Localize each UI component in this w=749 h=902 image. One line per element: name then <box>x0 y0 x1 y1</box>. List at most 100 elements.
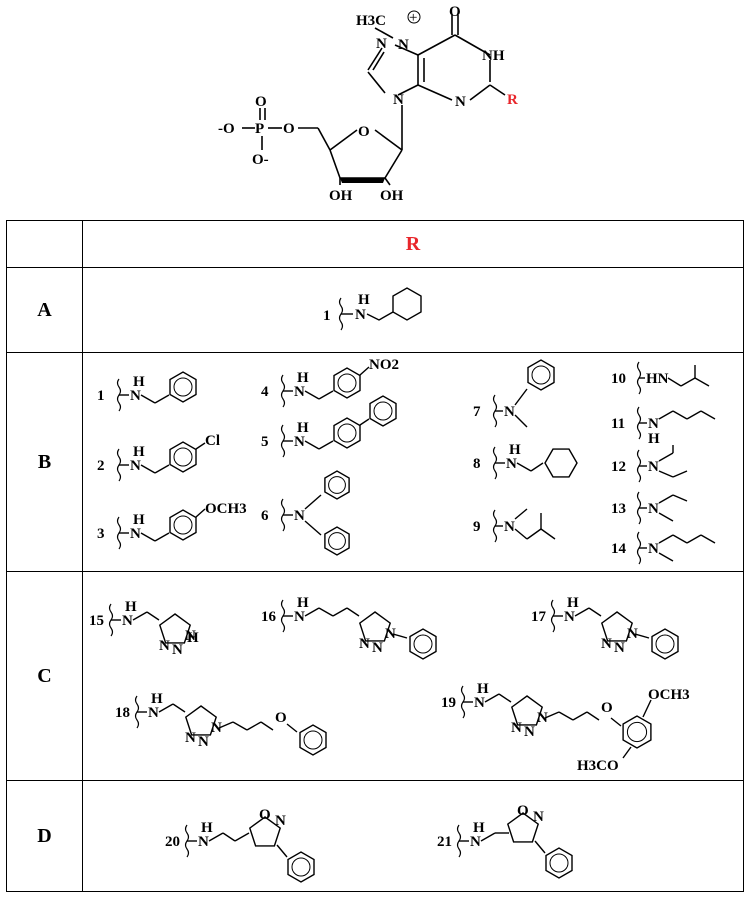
atom-h: H <box>125 599 137 615</box>
bond-line <box>700 410 716 420</box>
atom-h: H <box>133 444 145 460</box>
atom-n-glyco: N <box>393 92 404 108</box>
bond-line <box>218 721 234 729</box>
row-label-d-text: D <box>37 824 52 847</box>
bond-line <box>658 410 674 420</box>
bond-line <box>658 512 674 522</box>
atom-n: N <box>385 626 396 642</box>
bond-line <box>154 464 170 474</box>
header-r-label: R <box>405 232 421 255</box>
aromatic-circle <box>655 634 675 654</box>
bond-line <box>304 607 320 617</box>
atom-n: N <box>474 695 485 711</box>
compound-number: 21 <box>437 834 452 850</box>
atom-ester-o: O <box>283 121 295 137</box>
atom-n: N <box>648 541 659 557</box>
bond-line <box>359 366 370 376</box>
compound-number: 9 <box>473 519 481 535</box>
bond-line <box>140 532 156 542</box>
atom-h: H <box>509 442 521 458</box>
atom-h: H <box>297 595 309 611</box>
atom-n: N <box>504 404 515 420</box>
bond-line <box>232 721 248 731</box>
bond-line <box>480 832 496 842</box>
atom-n: N <box>198 734 209 750</box>
bond-line <box>680 377 696 387</box>
header-empty-cell <box>6 220 83 268</box>
atom-h: H <box>477 681 489 697</box>
benzene-ring <box>169 509 197 541</box>
aromatic-circle <box>328 476 346 494</box>
charge-circle <box>407 10 421 24</box>
aromatic-circle <box>337 423 357 443</box>
bond-line <box>234 832 250 842</box>
bond-line <box>514 508 528 520</box>
bond-line <box>276 844 288 858</box>
atom-n: N <box>648 459 659 475</box>
benzene-ring <box>169 371 197 403</box>
atom-n: N <box>648 501 659 517</box>
bond-line <box>540 528 556 540</box>
atom-h: H <box>648 431 660 447</box>
compound-a-1: 1 N H <box>323 287 422 331</box>
benzene-ring <box>622 715 652 749</box>
five-ring <box>158 613 192 644</box>
atom-n: N <box>359 636 370 652</box>
compound-number: 15 <box>89 613 104 629</box>
compound-number: 1 <box>323 308 331 324</box>
atom-charge: + <box>409 10 417 26</box>
bond-line <box>140 464 156 474</box>
five-ring <box>358 611 392 642</box>
atom-h: H <box>358 292 370 308</box>
bond-line <box>158 703 174 713</box>
bond-line <box>392 633 408 639</box>
bond-line <box>318 440 334 450</box>
atom-n: N <box>504 519 515 535</box>
bond-line <box>588 607 602 617</box>
bond-line <box>642 699 652 718</box>
atom-n-ring-top: N <box>376 36 387 52</box>
benzene-ring <box>369 395 397 427</box>
atom-o: O <box>275 710 287 726</box>
row-label-d: D <box>6 780 83 892</box>
compound-number: 7 <box>473 404 481 420</box>
bond-line <box>572 711 588 721</box>
bond-line <box>132 611 148 621</box>
bond-line <box>332 607 348 617</box>
atom-oh-right: OH <box>380 188 404 204</box>
atom-n: N <box>372 640 383 656</box>
atom-h: H <box>297 370 309 386</box>
bond-line <box>140 394 156 404</box>
atom-n: N <box>294 434 305 450</box>
compound-number: 20 <box>165 834 180 850</box>
atom-o-minus-left: -O <box>218 121 235 137</box>
aromatic-circle <box>531 365 551 385</box>
aromatic-circle <box>373 401 393 421</box>
atom-h3co: H3CO <box>577 758 619 774</box>
bond-line <box>526 528 542 540</box>
bond-line <box>667 377 682 387</box>
benzene-ring <box>545 847 573 879</box>
bond-line <box>154 532 170 542</box>
bond-line <box>558 711 574 721</box>
row-label-a-text: A <box>37 298 52 321</box>
atom-o: O <box>517 803 529 819</box>
row-label-b-text: B <box>37 450 52 473</box>
bond-line <box>222 832 236 842</box>
table-row-a: A 1 N H <box>6 267 744 353</box>
benzene-ring <box>527 359 555 391</box>
atom-o-minus-bottom: O- <box>252 152 269 168</box>
bond-line <box>246 721 262 731</box>
bond-line <box>534 840 546 854</box>
compound-number: 17 <box>531 609 547 625</box>
atom-n: N <box>185 730 196 746</box>
bond-line <box>672 534 688 544</box>
atom-n: N <box>275 813 286 829</box>
